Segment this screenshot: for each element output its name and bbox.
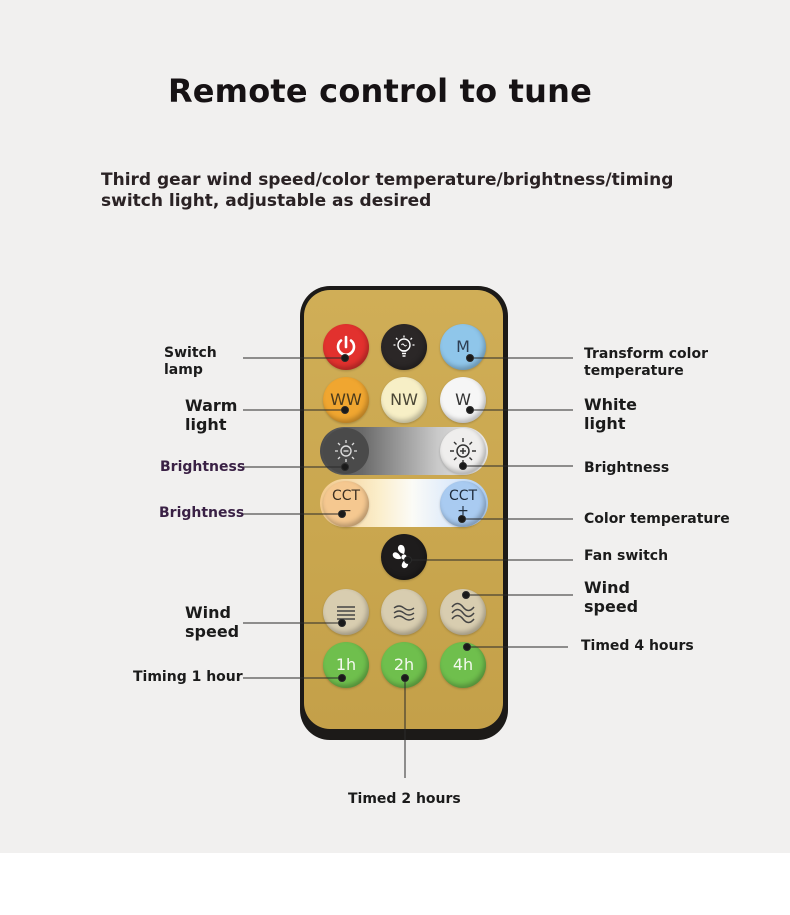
wind-high-icon xyxy=(451,602,475,624)
power-button[interactable] xyxy=(323,324,369,370)
cct-minus-sign: − xyxy=(340,503,352,519)
fan-button[interactable] xyxy=(381,534,427,580)
label-white-light-line2: light xyxy=(584,414,626,433)
label-warm-light-line2: light xyxy=(185,415,227,434)
wind-low-button[interactable] xyxy=(323,589,369,635)
timer-1h-label: 1h xyxy=(335,655,357,674)
label-brightness-left-1: Brightness xyxy=(160,459,246,475)
cct-minus-button[interactable]: CCT − xyxy=(323,481,369,527)
bulb-icon xyxy=(393,335,415,357)
label-white-light: White light xyxy=(584,395,637,433)
label-color-temperature: Color temperature xyxy=(584,511,730,527)
label-wind-speed-left-line2: speed xyxy=(185,622,240,641)
label-wind-speed-right-line1: Wind xyxy=(584,578,630,597)
label-timed-2-hours: Timed 2 hours xyxy=(348,791,461,807)
label-timing-1-hour: Timing 1 hour xyxy=(133,669,243,685)
subtitle-line-1: Third gear wind speed/color temperature/… xyxy=(101,170,674,190)
mode-button[interactable] xyxy=(381,324,427,370)
wind-mid-icon xyxy=(393,605,415,621)
label-switch-lamp-line1: Switch xyxy=(164,345,217,361)
timer-4h-button[interactable]: 4h xyxy=(440,642,486,688)
label-wind-speed-left: Wind speed xyxy=(185,603,239,641)
wind-mid-button[interactable] xyxy=(381,589,427,635)
label-white-light-line1: White xyxy=(584,395,638,414)
cct-minus-label: CCT xyxy=(331,488,361,504)
label-wind-speed-right: Wind speed xyxy=(584,578,638,616)
label-wind-speed-left-line1: Wind xyxy=(185,603,231,622)
cct-plus-label: CCT xyxy=(448,488,478,504)
m-button-label: M xyxy=(456,337,470,356)
sun-minus-icon xyxy=(335,440,357,462)
m-button[interactable]: M xyxy=(440,324,486,370)
cct-plus-sign: + xyxy=(457,503,469,519)
label-wind-speed-right-line2: speed xyxy=(584,597,639,616)
nw-button-label: NW xyxy=(390,390,418,409)
w-button[interactable]: W xyxy=(440,377,486,423)
fan-icon xyxy=(392,544,409,569)
w-button-label: W xyxy=(455,390,471,409)
label-fan-switch: Fan switch xyxy=(584,548,669,564)
ww-button[interactable]: WW xyxy=(323,377,369,423)
wind-low-icon xyxy=(337,606,355,620)
page-subtitle: Third gear wind speed/color temperature/… xyxy=(101,170,701,212)
label-timed-4-hours: Timed 4 hours xyxy=(581,638,694,654)
ww-button-label: WW xyxy=(330,390,362,409)
timer-2h-label: 2h xyxy=(393,655,415,674)
timer-1h-button[interactable]: 1h xyxy=(323,642,369,688)
label-transform-color-line1: Transform color xyxy=(584,346,708,362)
label-switch-lamp-line2: lamp xyxy=(164,362,203,378)
label-warm-light-line1: Warm xyxy=(185,396,238,415)
label-switch-lamp: Switch lamp xyxy=(164,345,217,379)
subtitle-line-2: switch light, adjustable as desired xyxy=(101,191,432,211)
label-warm-light: Warm light xyxy=(185,396,237,434)
label-transform-color: Transform color temperature xyxy=(584,346,708,380)
sun-plus-icon xyxy=(450,438,476,464)
label-transform-color-line2: temperature xyxy=(584,363,684,379)
label-brightness-right: Brightness xyxy=(584,460,670,476)
nw-button[interactable]: NW xyxy=(381,377,427,423)
timer-4h-label: 4h xyxy=(452,655,474,674)
page-title: Remote control to tune xyxy=(167,72,593,110)
label-brightness-left-2: Brightness xyxy=(159,505,245,521)
bottom-band xyxy=(0,853,790,915)
